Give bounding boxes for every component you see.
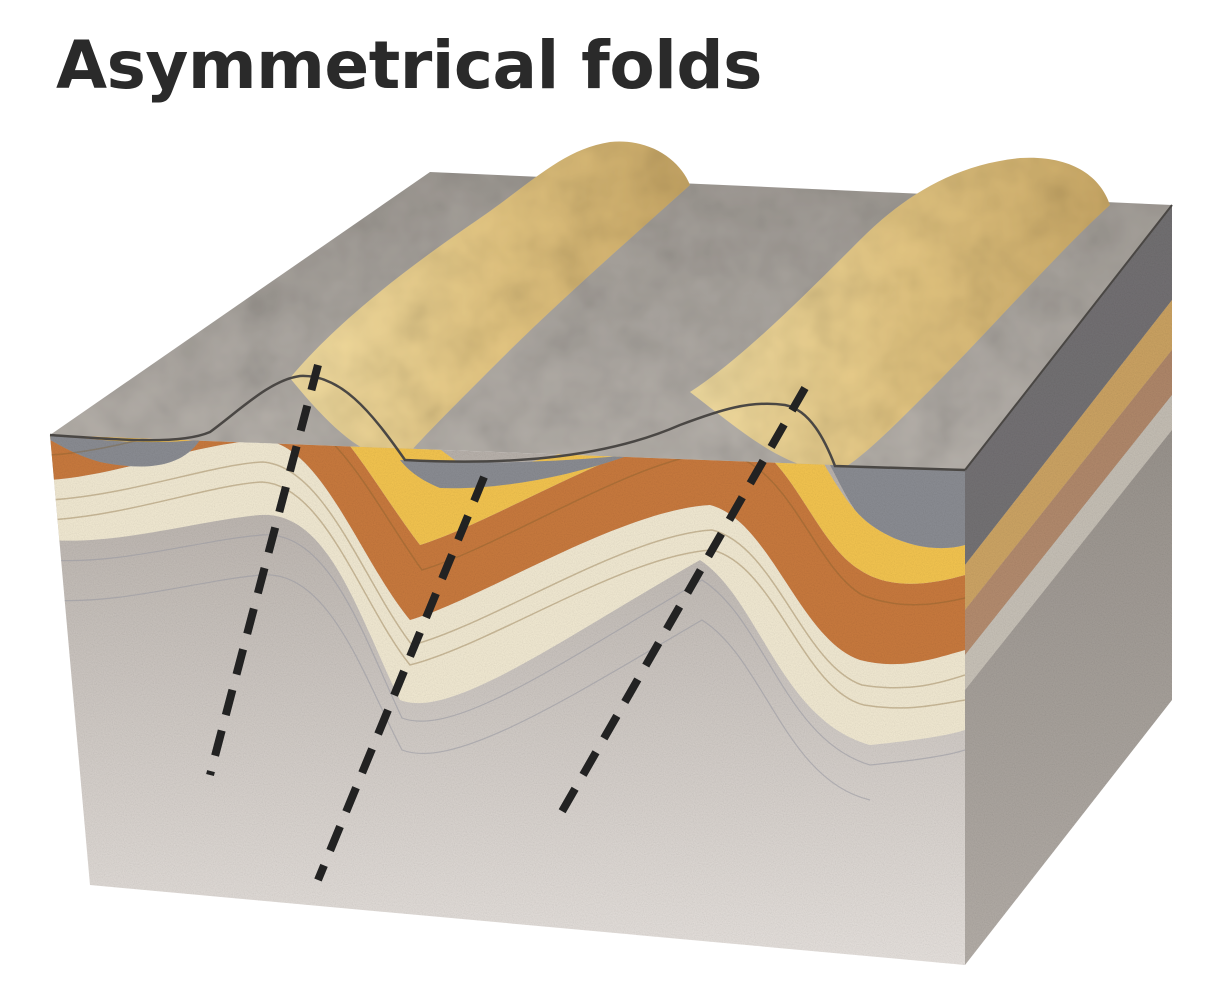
axial-plane-syncline — [314, 475, 488, 882]
front-surface-profile — [49, 374, 966, 472]
diagram-title: Asymmetrical folds — [56, 27, 762, 104]
block-side-face — [965, 205, 1172, 965]
layer-dark-shale-right — [830, 465, 965, 549]
axial-planes — [206, 363, 809, 882]
ridge-right — [690, 157, 1110, 471]
block-front-face — [49, 204, 1173, 965]
axial-plane-left-anticline — [206, 363, 322, 777]
layer-dark-shale-left — [50, 435, 200, 467]
layer-dark-shale-middle — [400, 455, 630, 489]
ridge-left — [290, 141, 690, 458]
layer-limestone — [50, 440, 965, 745]
